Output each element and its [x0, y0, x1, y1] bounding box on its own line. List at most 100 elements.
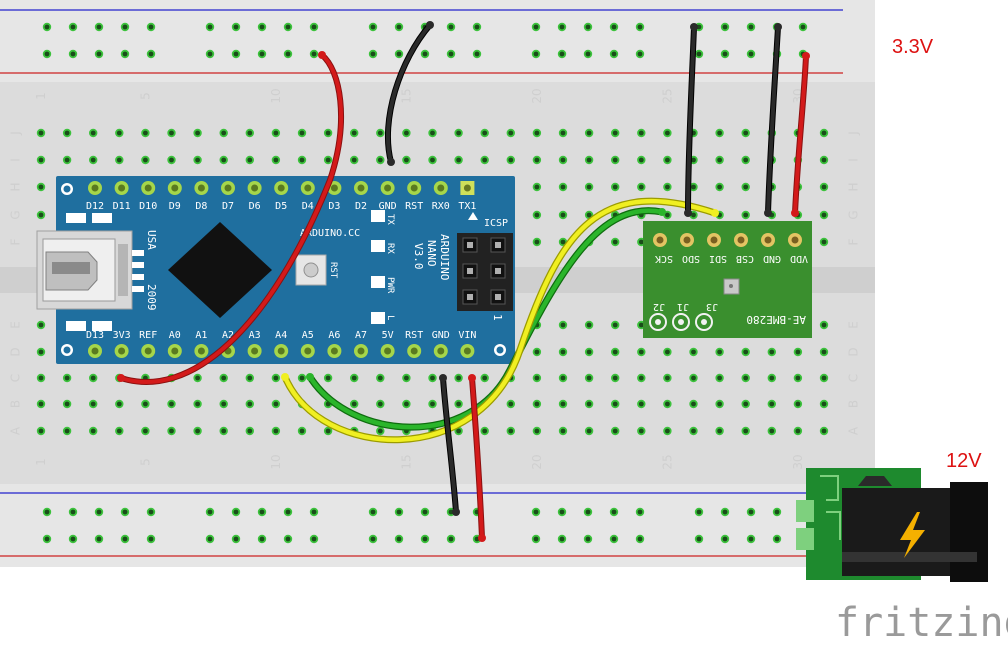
breadboard-hole	[793, 399, 803, 409]
nano-top-pin-row	[88, 181, 475, 195]
breadboard-hole	[245, 373, 254, 383]
row-letter: A	[847, 426, 861, 435]
breadboard-hole	[454, 399, 463, 409]
row-letter: G	[847, 210, 861, 219]
breadboard-hole	[637, 182, 646, 192]
rail-hole	[120, 22, 130, 32]
row-letter: B	[9, 400, 23, 408]
breadboard-hole	[167, 399, 176, 409]
nano-pin-label: RST	[405, 201, 423, 212]
breadboard-hole	[271, 128, 281, 138]
rail-hole	[146, 507, 156, 517]
breadboard-hole	[245, 155, 254, 165]
rail-hole	[146, 22, 156, 32]
usb-connector	[36, 230, 133, 310]
breadboard-hole	[62, 373, 72, 383]
breadboard-hole	[611, 128, 620, 138]
breadboard-hole	[637, 155, 646, 165]
rail-hole	[257, 22, 267, 32]
breadboard-hole	[36, 347, 46, 357]
breadboard-hole	[741, 128, 750, 138]
rail-hole	[583, 507, 593, 517]
nano-pin-label: D11	[113, 201, 131, 212]
rail-hole	[446, 22, 456, 32]
breadboard-hole	[323, 426, 333, 436]
breadboard-hole	[637, 426, 646, 436]
breadboard-hole	[402, 128, 411, 138]
row-letter: J	[847, 131, 861, 136]
nano-pin-5v	[380, 344, 395, 358]
nano-pin-a7	[354, 344, 368, 358]
breadboard-hole	[245, 128, 254, 138]
row-letter: E	[847, 321, 861, 329]
rail-hole	[772, 534, 782, 544]
breadboard-hole	[62, 426, 72, 436]
nano-pin-d13	[88, 344, 102, 358]
bottom-power-rail	[0, 484, 875, 567]
breadboard-hole	[219, 373, 228, 383]
breadboard-hole	[819, 426, 829, 436]
microcontroller-chip	[168, 222, 272, 318]
rail-hole	[609, 534, 619, 544]
nano-pin-tx1	[460, 181, 475, 195]
breadboard-hole	[584, 182, 594, 192]
sensor-pin-label: CSB	[736, 253, 754, 264]
nano-pin-label: A5	[302, 330, 314, 341]
sensor-pin-label: VDD	[790, 253, 808, 264]
rail-hole	[309, 534, 319, 544]
column-number-top: 5	[138, 92, 152, 100]
column-number-bottom: 25	[660, 454, 674, 469]
rail-hole	[146, 534, 156, 544]
breadboard-hole	[323, 155, 333, 165]
breadboard-hole	[245, 399, 254, 409]
led-label-pwr: PWR	[385, 277, 395, 294]
breadboard-hole	[36, 128, 46, 138]
breadboard-hole	[428, 128, 437, 138]
voltage-label-3v3: 3.3V	[892, 36, 934, 58]
breadboard-hole	[584, 426, 594, 436]
breadboard-hole	[506, 155, 515, 165]
breadboard-hole	[89, 426, 98, 436]
rail-hole	[68, 534, 78, 544]
rail-hole	[68, 22, 78, 32]
nano-name-line-1: ARDUINO	[438, 234, 451, 280]
nano-pin-label: 5V	[382, 330, 394, 341]
breadboard-hole	[297, 155, 307, 165]
column-number-bottom: 15	[399, 454, 413, 469]
rail-hole	[583, 534, 593, 544]
breadboard-hole	[350, 128, 359, 138]
nano-pin-label: D13	[86, 330, 104, 341]
breadboard-hole	[193, 426, 202, 436]
nano-pin-label: D3	[328, 201, 340, 212]
breadboard-hole	[741, 210, 750, 220]
breadboard-hole	[89, 155, 98, 165]
nano-pin-label: D2	[355, 201, 367, 212]
icsp-header	[457, 233, 513, 311]
breadboard-hole	[454, 128, 463, 138]
breadboard-hole	[480, 426, 489, 436]
nano-pin-label: D5	[275, 201, 287, 212]
sensor-pin-label: SDO	[682, 253, 700, 264]
rail-hole	[120, 49, 130, 59]
breadboard-hole	[819, 128, 829, 138]
breadboard-hole	[36, 373, 46, 383]
nano-pin-d12	[88, 181, 102, 195]
rail-hole	[798, 22, 808, 32]
nano-pin-label: A4	[275, 330, 287, 341]
breadboard-hole	[167, 128, 176, 138]
nano-pin-label: RST	[405, 330, 423, 341]
nano-pin-d11	[114, 181, 129, 195]
rail-hole	[257, 49, 267, 59]
breadboard-hole	[532, 347, 542, 357]
breadboard-hole	[584, 155, 594, 165]
breadboard-hole	[480, 128, 489, 138]
breadboard-hole	[219, 155, 228, 165]
rail-hole	[531, 507, 541, 517]
breadboard-hole	[141, 426, 150, 436]
rail-hole	[283, 534, 293, 544]
nano-pin-label: D4	[302, 201, 314, 212]
breadboard-hole	[506, 128, 515, 138]
breadboard-hole	[611, 237, 620, 247]
rail-hole	[42, 22, 52, 32]
